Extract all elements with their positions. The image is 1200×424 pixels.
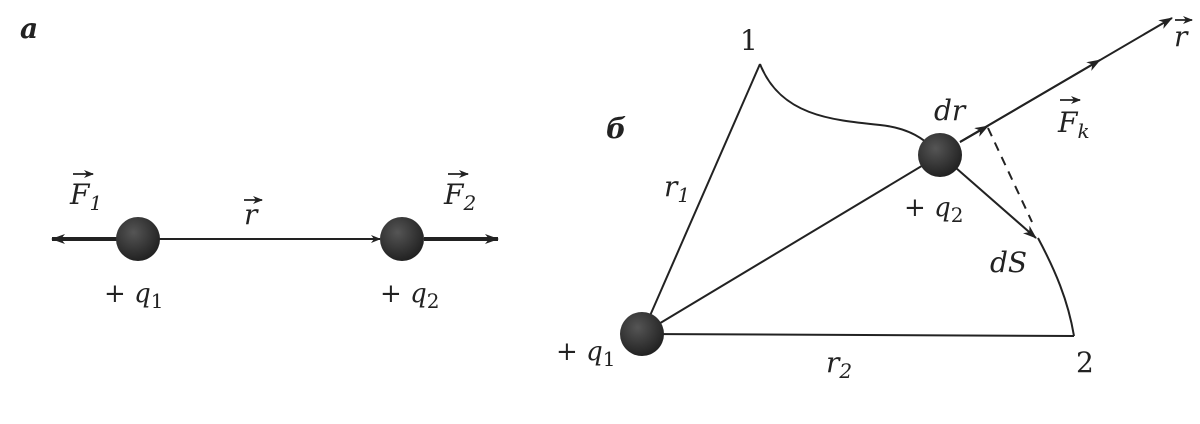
- vector-r-label: r: [244, 196, 263, 231]
- panel-a-label: а: [20, 12, 38, 45]
- charge-q1-label: + q1: [104, 279, 163, 313]
- panel-a: а F1 r F2 + q1 + q2: [20, 12, 499, 313]
- panel-b: б 1 2 r1 r2 dr dS: [556, 16, 1193, 383]
- svg-text:F1: F1: [69, 178, 102, 215]
- svg-text:r: r: [1174, 20, 1189, 53]
- svg-text:Fk: Fk: [1057, 106, 1090, 143]
- force-f2-label: F2: [443, 170, 476, 215]
- dashed-projection: [987, 127, 1033, 223]
- svg-text:r: r: [244, 198, 259, 231]
- charge-q2-ball: [380, 217, 424, 261]
- force-f1-label: F1: [69, 170, 102, 215]
- charge-q1-ball: [116, 217, 160, 261]
- charge-q1-ball-b: [620, 312, 664, 356]
- charge-q2-ball-b: [918, 133, 962, 177]
- trajectory-lower: [1037, 237, 1075, 337]
- ds-arrow: [955, 167, 1037, 239]
- charge-q2-label-b: + q2: [904, 193, 963, 227]
- charge-q1-label-b: + q1: [556, 337, 615, 371]
- radius-r1-line: [641, 63, 761, 335]
- trajectory-upper: [759, 63, 936, 151]
- ds-label: dS: [990, 246, 1027, 279]
- radius-to-q2-line: [641, 154, 941, 335]
- svg-text:F2: F2: [443, 178, 476, 215]
- force-fk-label: Fk: [1057, 96, 1090, 143]
- radius-r2-line: [641, 333, 1075, 337]
- charge-q2-label: + q2: [380, 279, 439, 313]
- r1-label: r1: [664, 170, 690, 207]
- point-2-label: 2: [1076, 346, 1094, 379]
- r2-label: r2: [826, 346, 852, 383]
- panel-b-label: б: [606, 112, 626, 145]
- dr-label: dr: [934, 94, 967, 127]
- dr-arrow: [959, 125, 989, 143]
- vector-r-label-b: r: [1174, 16, 1193, 53]
- point-1-label: 1: [740, 24, 758, 57]
